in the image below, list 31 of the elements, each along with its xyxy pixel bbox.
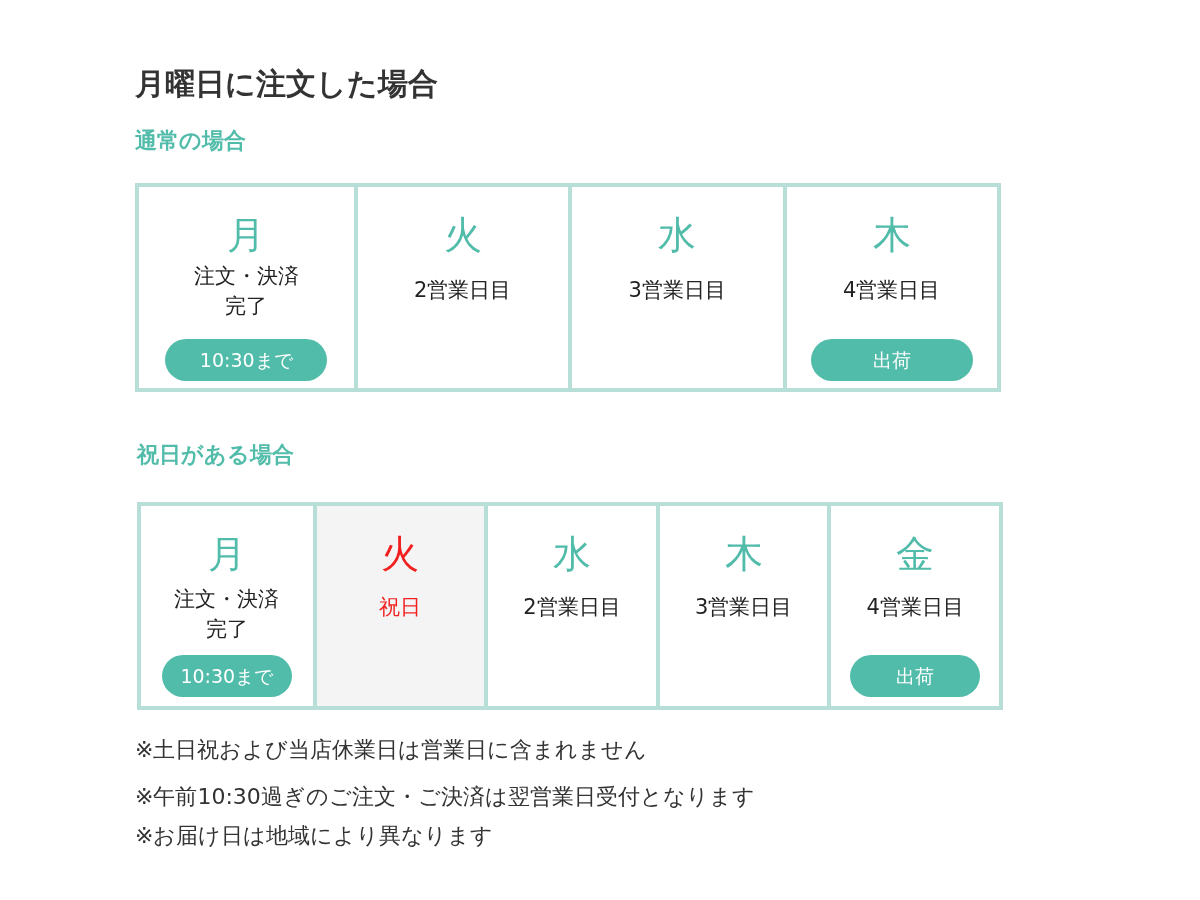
schedule-table <box>135 183 1001 392</box>
status-text: 4営業日目 <box>842 277 942 304</box>
status-text: 3営業日目 <box>627 277 727 304</box>
day-character: 月 <box>226 213 267 257</box>
note-text: ※土日祝および当店休業日は営業日に含まれません <box>135 736 648 764</box>
day-character: 水 <box>657 213 698 257</box>
day-character: 火 <box>380 532 421 576</box>
status-text: 3営業日目 <box>693 594 794 621</box>
day-character: 水 <box>552 532 592 576</box>
status-text: 2営業日目 <box>413 277 513 304</box>
day-character: 金 <box>895 532 936 576</box>
section-heading: 通常の場合 <box>135 127 246 155</box>
schedule-table <box>137 502 1003 710</box>
title: 月曜日に注文した場合 <box>135 65 438 103</box>
day-character: 木 <box>723 532 764 576</box>
deadline-pill: 出荷 <box>810 339 973 381</box>
note-text: ※午前10:30過ぎのご注文・ご決済は翌営業日受付となります <box>135 783 755 811</box>
day-character: 火 <box>442 213 483 257</box>
status-text: 4営業日目 <box>865 594 965 621</box>
status-text: 注文・決済完了 <box>193 263 299 320</box>
status-text: 祝日 <box>378 594 423 621</box>
status-text: 2営業日目 <box>522 594 622 621</box>
note-text: ※お届け日は地域により異なります <box>135 822 494 850</box>
day-character: 月 <box>206 532 247 576</box>
section-heading: 祝日がある場合 <box>137 441 294 469</box>
day-cell <box>312 506 485 706</box>
deadline-pill: 10:30まで <box>161 655 292 697</box>
status-text: 注文・決済完了 <box>174 586 280 643</box>
day-character: 木 <box>871 213 912 257</box>
deadline-pill: 出荷 <box>850 655 981 697</box>
deadline-pill: 10:30まで <box>165 339 328 381</box>
